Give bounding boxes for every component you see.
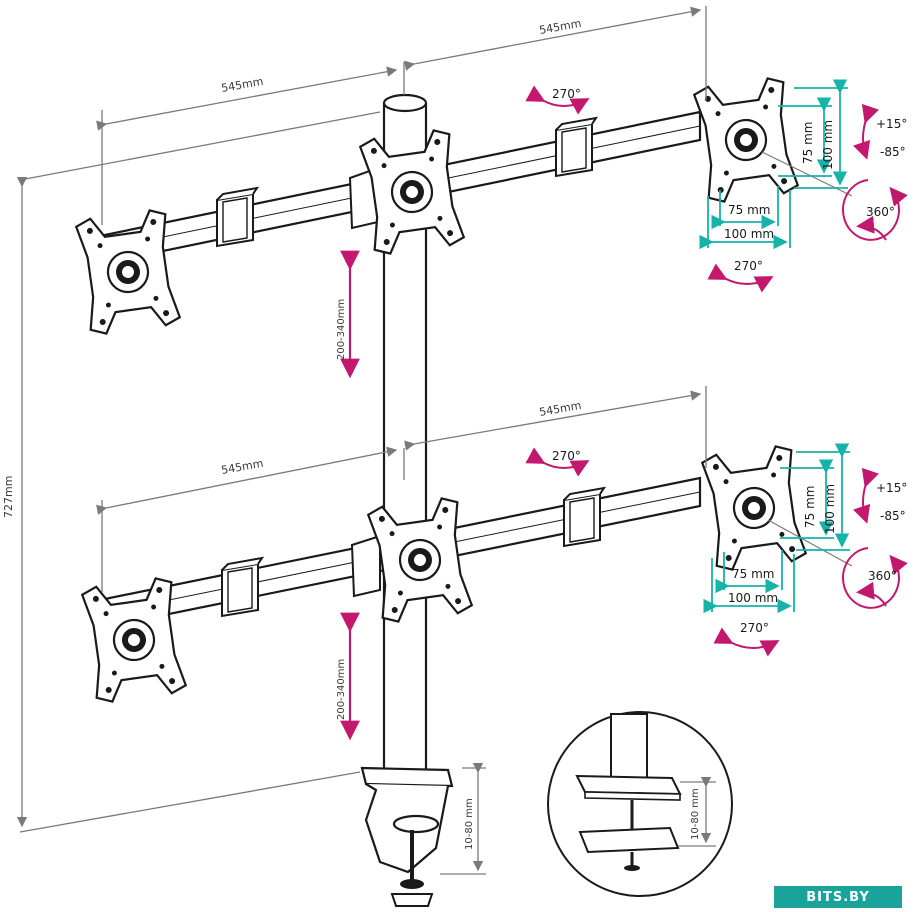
tilt-indicator-upper: +15° -85° [853,103,907,160]
vesa-small-horizontal: 75 mm [728,203,770,217]
vesa-large-horizontal: 100 mm [728,591,778,605]
swivel-arc-upper-plate: 270° [707,259,774,293]
angle-swivel-label: 270° [552,449,581,463]
angle-rotate: 360° [866,205,895,219]
arm-clamp-bracket [555,117,597,177]
arm-clamp-bracket [563,487,605,547]
tilt-indicator-lower: +15° -85° [853,467,907,524]
rotation-indicator-lower: 360° [767,519,908,609]
desk-clamp [360,766,454,907]
vesa-small-vertical: 75 mm [803,486,817,528]
vesa-plate-left [74,207,182,337]
angle-swivel-label: 270° [552,87,581,101]
rotation-indicator-upper: 360° [761,151,908,241]
vesa-large-vertical: 100 mm [821,120,835,170]
vesa-small-vertical: 75 mm [801,122,815,164]
vesa-small-horizontal: 75 mm [732,567,774,581]
clamp-detail-inset [547,711,733,897]
angle-rotate: 360° [868,569,897,583]
dim-arm-length-top-left: 545mm [220,75,264,95]
angle-swivel-label: 270° [740,621,769,635]
dim-arm-spacing-upper: 200-340mm [336,299,347,360]
brand-logo: BITS.BY [774,886,902,908]
dim-arm-spacing-lower: 200-340mm [336,659,347,720]
dimension-lines [16,6,716,875]
angle-tilt-up: +15° [876,117,907,131]
swivel-arc-lower-plate: 270° [713,621,780,657]
dim-arm-length-bottom-left: 545mm [220,457,264,477]
angle-tilt-down: -85° [880,145,906,159]
vesa-large-horizontal: 100 mm [724,227,774,241]
angle-swivel-label: 270° [734,259,763,273]
angle-tilt-up: +15° [876,481,907,495]
vesa-plate-right [692,75,800,205]
swivel-arc-upper-arm: 270° [525,85,590,115]
arm-clamp-bracket [221,557,263,617]
vesa-dims-lower [703,443,850,614]
lower-arm-assembly [80,443,808,705]
swivel-arc-lower-arm: 270° [525,447,590,477]
vesa-large-vertical: 100 mm [823,484,837,534]
vesa-plate-right [700,443,808,573]
dim-total-height: 727mm [2,476,15,518]
dim-clamp-range: 10-80 mm [464,798,475,850]
arm-clamp-bracket [216,187,258,247]
angle-tilt-down: -85° [880,509,906,523]
dim-clamp-range-detail: 10-80 mm [690,788,701,840]
upper-arm-assembly [74,75,800,337]
vesa-dims-upper [699,79,848,250]
